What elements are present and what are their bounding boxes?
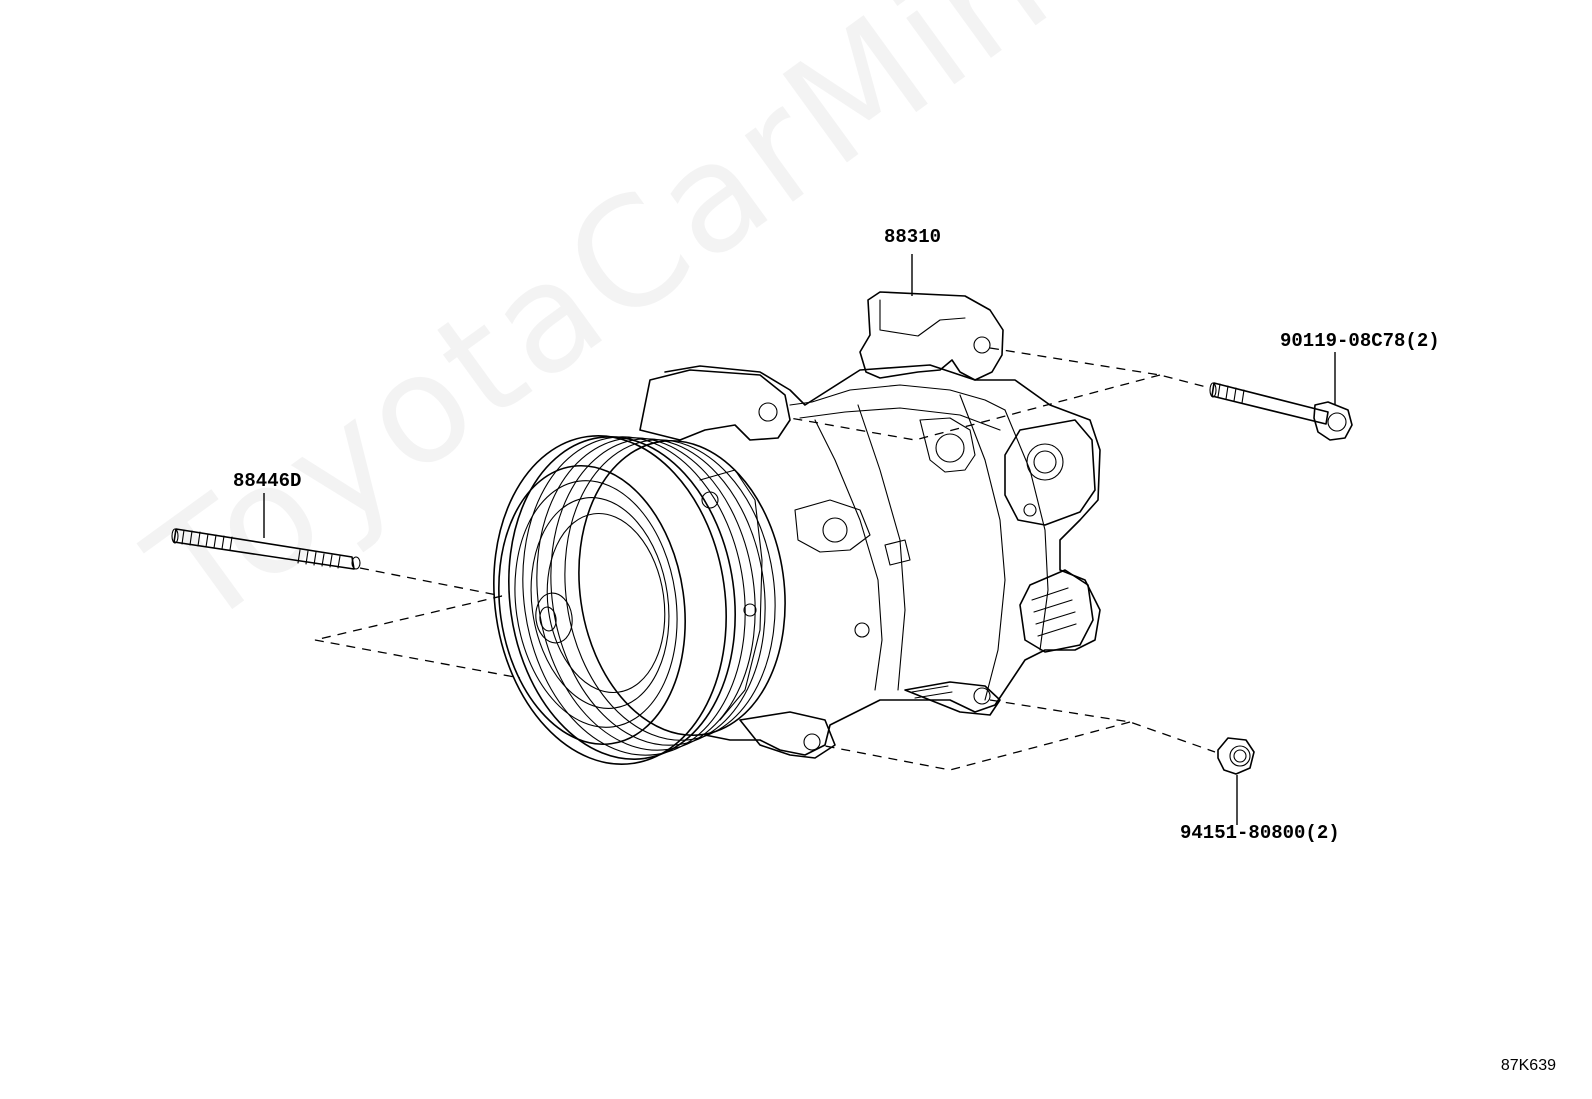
diagram-id: 87K639 — [1500, 1057, 1556, 1074]
stud-drawing[interactable] — [171, 528, 361, 570]
assembly-lines — [314, 347, 1216, 771]
nut-drawing[interactable] — [1217, 737, 1255, 775]
leader-lines — [263, 254, 1336, 825]
compressor-drawing[interactable] — [473, 291, 1101, 779]
part-label-compressor[interactable]: 88310 — [884, 226, 942, 248]
part-label-nut[interactable]: 94151-80800(2) — [1180, 822, 1340, 844]
part-label-stud[interactable]: 88446D — [233, 470, 302, 492]
part-label-bolt[interactable]: 90119-08C78(2) — [1280, 330, 1440, 352]
bolt-drawing[interactable] — [1209, 382, 1353, 441]
